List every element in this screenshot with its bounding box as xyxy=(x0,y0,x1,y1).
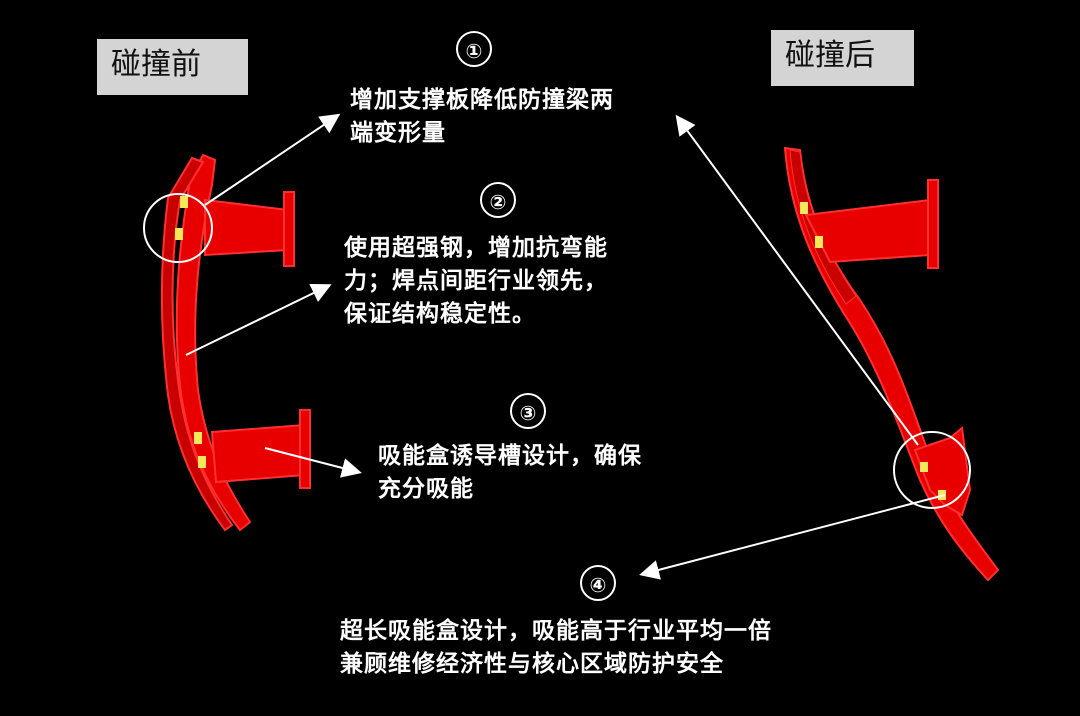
annotation-number-1: ① xyxy=(456,31,492,67)
crash-box-upper-before xyxy=(204,198,289,257)
before-collision-label: 碰撞前 xyxy=(97,39,248,95)
crash-box-upper-after xyxy=(804,198,931,264)
bumper-beam-after xyxy=(783,146,1000,582)
annotation-number-2: ② xyxy=(480,182,516,218)
weld-point xyxy=(180,196,188,208)
crash-box-lower-before xyxy=(210,423,306,484)
arrow-1 xyxy=(204,113,341,206)
mounting-plate-upper-after xyxy=(927,179,939,269)
beam-before xyxy=(161,153,311,532)
mounting-plate-lower-before xyxy=(299,409,311,489)
highlight-circle-after xyxy=(893,431,971,509)
arrow-2 xyxy=(185,283,332,356)
arrow-3 xyxy=(264,447,362,478)
annotation-text-1: 增加支撑板降低防撞梁两 端变形量 xyxy=(350,87,614,146)
mounting-plate-upper-before xyxy=(283,191,295,267)
annotation-text-2: 使用超强钢，增加抗弯能 力；焊点间距行业领先， 保证结构稳定性。 xyxy=(344,235,608,327)
annotation-number-4: ④ xyxy=(580,565,616,601)
after-collision-label: 碰撞后 xyxy=(771,30,914,86)
weld-point xyxy=(800,202,808,214)
crash-box-lower-after-crushed xyxy=(913,426,972,517)
bumper-beam-inner-before xyxy=(161,156,234,532)
annotation-text-3: 吸能盒诱导槽设计，确保 充分吸能 xyxy=(378,443,642,502)
highlight-circle-before xyxy=(143,193,213,263)
arrow-after-1 xyxy=(675,114,919,446)
weld-point xyxy=(920,462,928,472)
arrow-4 xyxy=(639,494,946,580)
beam-after xyxy=(783,146,1000,582)
annotation-number-3: ③ xyxy=(510,393,546,429)
weld-point xyxy=(198,456,206,468)
weld-point xyxy=(175,228,183,240)
annotation-text-4: 超长吸能盒设计，吸能高于行业平均一倍 兼顾维修经济性与核心区域防护安全 xyxy=(340,618,772,677)
weld-point xyxy=(815,236,823,248)
weld-point xyxy=(194,432,202,444)
